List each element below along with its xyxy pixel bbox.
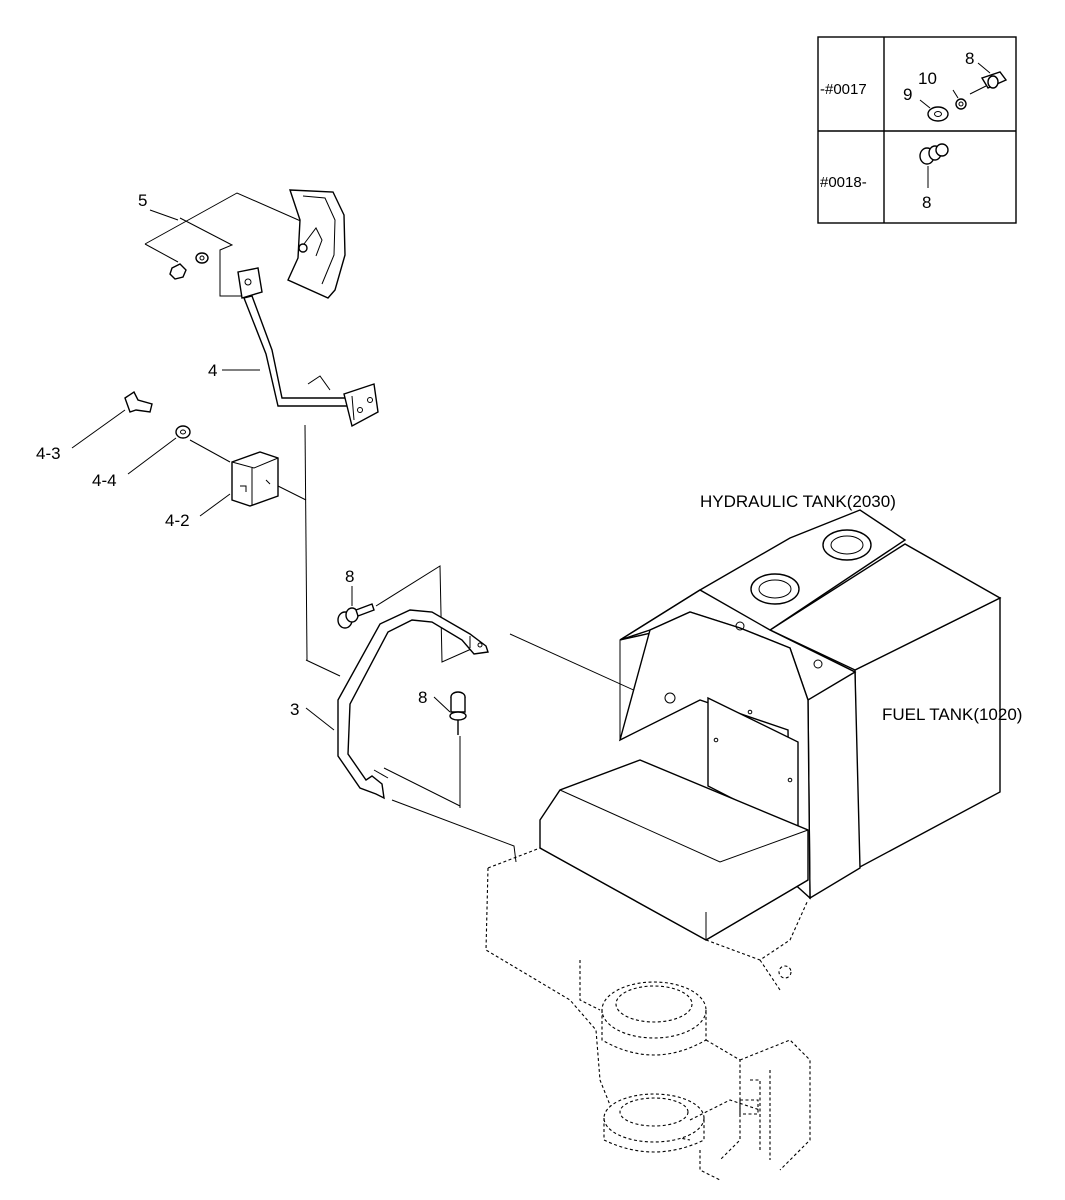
- row1-callout-9: 9: [903, 85, 912, 104]
- row1-callout-8: 8: [965, 49, 974, 68]
- callout-4-4: 4-4: [92, 471, 117, 490]
- serial-range-row2: #0018-: [820, 174, 867, 191]
- callout-8-lower: 8: [418, 688, 427, 707]
- serial-variant-table: -#0017 #0018- 8 10 9 8: [817, 36, 1017, 224]
- callout-3: 3: [290, 700, 299, 719]
- callout-4: 4: [208, 361, 217, 380]
- callout-4-3: 4-3: [36, 444, 61, 463]
- callout-5: 5: [138, 191, 147, 210]
- lower-bolt: 8: [418, 688, 467, 808]
- callout-4-2: 4-2: [165, 511, 190, 530]
- mirror-assembly: 5: [138, 189, 346, 299]
- upper-bolt: 8: [337, 565, 479, 663]
- bolt-washer-set-old: 8 10 9: [903, 49, 1008, 122]
- fuel-tank-ref: FUEL TANK(1020): [882, 705, 1022, 724]
- hydraulic-tank-ref: HYDRAULIC TANK(2030): [700, 492, 896, 511]
- tank-assembly: HYDRAULIC TANK(2030) FUEL TANK(1020): [539, 492, 1022, 941]
- mirror-stay: 4: [208, 295, 379, 661]
- handrail: 3: [290, 609, 661, 863]
- stay-clamp-parts: 4-3 4-4 4-2: [36, 390, 307, 530]
- frame-outline-dashed: [485, 847, 811, 1181]
- serial-range-row1: -#0017: [820, 81, 867, 98]
- row2-callout-8: 8: [922, 193, 931, 212]
- flange-bolt-new: 8: [919, 143, 949, 212]
- row1-callout-10: 10: [918, 69, 937, 88]
- callout-8-upper: 8: [345, 567, 354, 586]
